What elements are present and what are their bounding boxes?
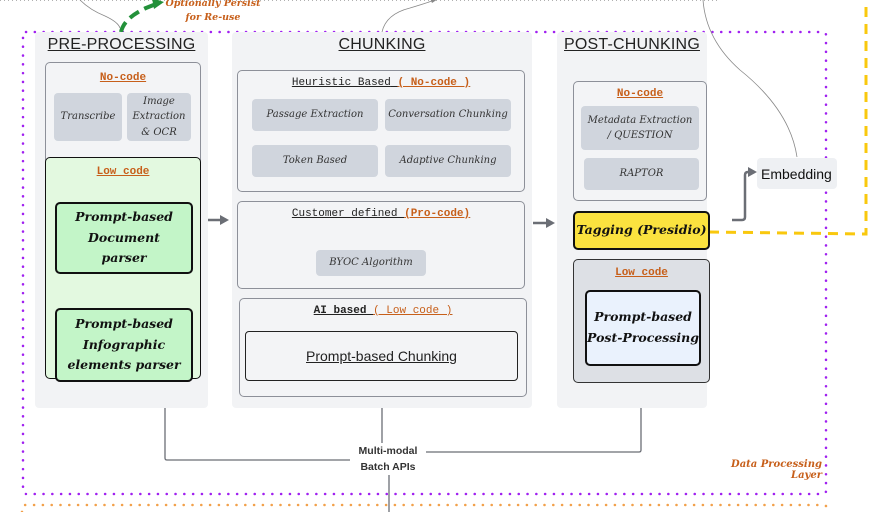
persist-annotation: Optionally Persist for Re-use — [163, 0, 263, 25]
preprocessing-nocode-label: No-code — [46, 71, 200, 84]
post-processing-box[interactable]: Prompt-based Post-Processing — [585, 290, 701, 366]
pre-to-batch-line — [164, 408, 356, 461]
infographic-parser-box[interactable]: Prompt-based Infographic elements parser — [55, 308, 193, 382]
batch-apis-line1: Multi-modal — [358, 445, 418, 457]
tagging-presidio-box[interactable]: Tagging (Presidio) — [573, 211, 710, 250]
chunk-curve — [381, 0, 435, 33]
passage-extraction-chip[interactable]: Passage Extraction — [252, 99, 378, 131]
tagging-link-line — [708, 0, 868, 236]
prompt-chunking-box[interactable]: Prompt-based Chunking — [245, 331, 518, 381]
preprocessing-lowcode-label: Low code — [46, 165, 200, 178]
postchunking-nocode-panel: No-code Metadata Extraction / QUESTION R… — [573, 81, 707, 201]
post-nocode-tag: No-code — [616, 88, 664, 100]
nocode-tag: No-code — [99, 72, 147, 84]
post-to-batch-line — [418, 408, 642, 453]
heuristic-tag: ( No-code ) — [397, 77, 471, 89]
ai-based-label: AI based ( Low code ) — [240, 305, 526, 317]
customer-defined-label-text: Customer defined — [291, 208, 398, 220]
tagging-to-embedding-arrowhead — [748, 167, 757, 177]
transcribe-chip[interactable]: Transcribe — [54, 93, 122, 141]
embedding-box[interactable]: Embedding — [757, 158, 837, 189]
customer-defined-label: Customer defined (Pro-code) — [238, 208, 524, 220]
postchunking-lowcode-panel: Low code Prompt-based Post-Processing — [573, 259, 710, 383]
chunk-curve-head — [430, 0, 437, 3]
postchunking-lowcode-label: Low code — [574, 266, 709, 279]
lower-layer-border — [20, 503, 829, 512]
postchunking-title: POST-CHUNKING — [564, 36, 700, 53]
batch-apis-label: Multi-modal Batch APIs — [350, 443, 426, 475]
postchunking-column: POST-CHUNKING No-code Metadata Extractio… — [557, 32, 710, 408]
heuristic-label: Heuristic Based ( No-code ) — [238, 77, 524, 89]
raptor-chip[interactable]: RAPTOR — [584, 158, 699, 190]
prompt-chunking-label: Prompt-based Chunking — [306, 348, 457, 364]
persist-annotation-line2: for Re-use — [185, 12, 241, 23]
lowcode-tag: Low code — [96, 166, 150, 178]
byoc-algorithm-chip[interactable]: BYOC Algorithm — [316, 250, 426, 276]
heuristic-panel: Heuristic Based ( No-code ) Passage Extr… — [237, 70, 525, 192]
tagging-to-embedding-arrow — [732, 170, 750, 222]
preprocessing-title: PRE-PROCESSING — [47, 36, 196, 53]
ai-based-panel: AI based ( Low code ) Prompt-based Chunk… — [239, 298, 527, 397]
chunking-column: CHUNKING Heuristic Based ( No-code ) Pas… — [232, 32, 532, 408]
customer-defined-panel: Customer defined (Pro-code) BYOC Algorit… — [237, 201, 525, 289]
token-based-chip[interactable]: Token Based — [252, 145, 378, 177]
post-lowcode-tag: Low code — [615, 267, 668, 279]
customer-defined-tag: (Pro-code) — [404, 208, 471, 220]
chunk-to-post-arrowhead — [546, 218, 555, 228]
heuristic-label-text: Heuristic Based — [291, 77, 391, 89]
ai-based-tag: ( Low code ) — [373, 305, 453, 317]
pre-to-chunk-arrowhead — [220, 215, 229, 225]
postchunking-nocode-label: No-code — [574, 87, 706, 100]
adaptive-chunking-chip[interactable]: Adaptive Chunking — [385, 145, 511, 177]
preprocessing-lowcode-panel: Low code Prompt-based Document parser Pr… — [45, 157, 201, 382]
conversation-chunking-chip[interactable]: Conversation Chunking — [385, 99, 511, 131]
persist-arrow — [119, 2, 157, 33]
data-processing-layer-label: Data Processing Layer — [731, 459, 822, 481]
batch-apis-line2: Batch APIs — [360, 461, 416, 473]
metadata-extraction-chip[interactable]: Metadata Extraction / QUESTION — [581, 106, 699, 150]
preprocessing-column: PRE-PROCESSING No-code Transcribe Image … — [35, 32, 208, 408]
embedding-label: Embedding — [761, 165, 832, 182]
chunking-title: CHUNKING — [338, 36, 426, 53]
document-parser-box[interactable]: Prompt-based Document parser — [55, 202, 193, 274]
image-extraction-chip[interactable]: Image Extraction & OCR — [127, 93, 191, 141]
persist-annotation-line1: Optionally Persist — [165, 0, 261, 9]
embedding-curve — [702, 0, 798, 158]
pre-curve — [79, 0, 121, 29]
ai-based-label-text: AI based — [313, 305, 367, 317]
